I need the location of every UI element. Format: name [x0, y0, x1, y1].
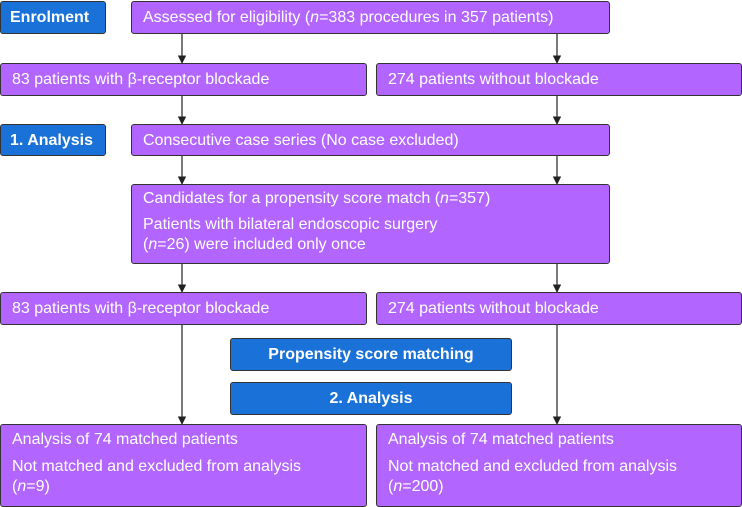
no-blockade-box-2: 274 patients without blockade	[376, 292, 742, 325]
matched-left-line-2: Not matched and excluded from analysis	[12, 458, 302, 475]
analysis-1-label: 1. Analysis	[0, 124, 106, 156]
candidates-line-1: Candidates for a propensity score match …	[143, 190, 491, 207]
enrolment-label: Enrolment	[0, 1, 106, 34]
assessed-box: Assessed for eligibility (n=383 procedur…	[131, 1, 610, 34]
analysis-2-label: 2. Analysis	[230, 382, 512, 415]
candidates-line-3: (n=26) were included only once	[143, 236, 366, 253]
blockade-box-1: 83 patients with β-receptor blockade	[0, 63, 367, 96]
matched-left-line-1: Analysis of 74 matched patients	[12, 431, 238, 448]
no-blockade-box-1: 274 patients without blockade	[376, 63, 742, 96]
blockade-box-2: 83 patients with β-receptor blockade	[0, 292, 367, 325]
candidates-box: Candidates for a propensity score match …	[131, 184, 610, 264]
candidates-line-2: Patients with bilateral endoscopic surge…	[143, 216, 438, 233]
propensity-score-matching-label: Propensity score matching	[230, 338, 512, 371]
matched-right-line-1: Analysis of 74 matched patients	[388, 431, 614, 448]
matched-right-line-3: (n=200)	[388, 478, 444, 495]
matched-left-line-3: (n=9)	[12, 478, 50, 495]
consecutive-box: Consecutive case series (No case exclude…	[131, 124, 610, 156]
matched-right-line-2: Not matched and excluded from analysis	[388, 458, 678, 475]
matched-left-box: Analysis of 74 matched patients Not matc…	[0, 424, 367, 507]
matched-right-box: Analysis of 74 matched patients Not matc…	[376, 424, 742, 507]
